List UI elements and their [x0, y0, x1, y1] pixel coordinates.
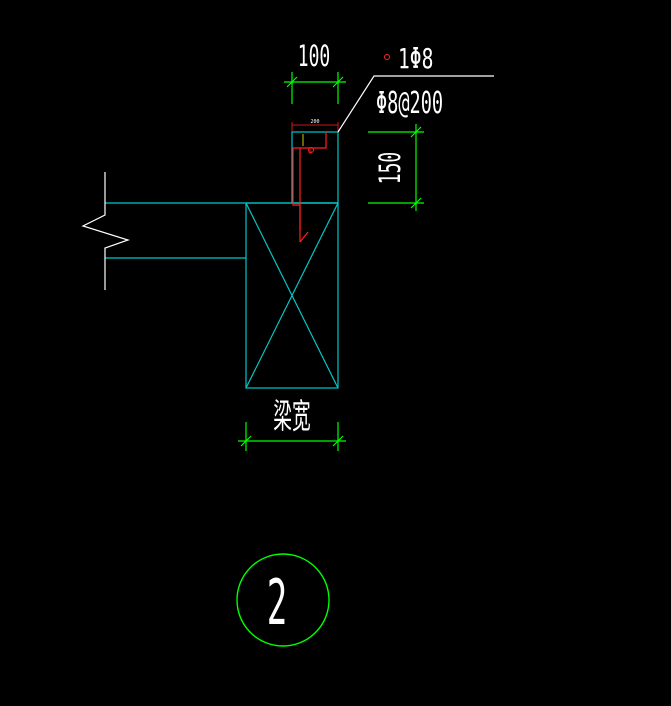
detail-number-text: 2	[267, 567, 288, 639]
dim150-text: 150	[374, 152, 408, 184]
rebar-bar-dot	[308, 147, 314, 153]
leader-dot-marker	[384, 54, 390, 60]
detail-number-circle	[236, 553, 330, 647]
dimension-150	[368, 124, 424, 211]
dim150-tick-top	[410, 126, 422, 138]
beam-outline	[245, 202, 339, 389]
beamw-tick-left	[240, 435, 252, 447]
dim100-tick-left	[286, 76, 298, 88]
rebar-leader-line	[337, 75, 494, 133]
beam-cross-2	[245, 202, 339, 389]
dimension-100	[284, 72, 346, 104]
rebar-stirrup-label: Φ8@200	[376, 85, 443, 120]
dim100-tick-right	[332, 76, 344, 88]
stirrup-hook	[299, 231, 309, 243]
upstand-curb	[291, 131, 339, 204]
tiny-mark-text: 0	[308, 149, 312, 156]
tiny-dim-text: 200	[310, 119, 319, 125]
dim100-text: 100	[298, 40, 330, 74]
beam-width-label: 梁宽	[273, 398, 310, 436]
dimension-beam-width	[238, 422, 346, 451]
slab	[105, 202, 338, 259]
dim150-tick-bottom	[410, 197, 422, 209]
break-line-symbol	[81, 172, 130, 290]
beamw-tick-right	[332, 435, 344, 447]
rebar-stirrup	[292, 132, 327, 243]
beam-section	[245, 202, 339, 389]
rebar-top-label: 1Φ8	[398, 43, 433, 75]
